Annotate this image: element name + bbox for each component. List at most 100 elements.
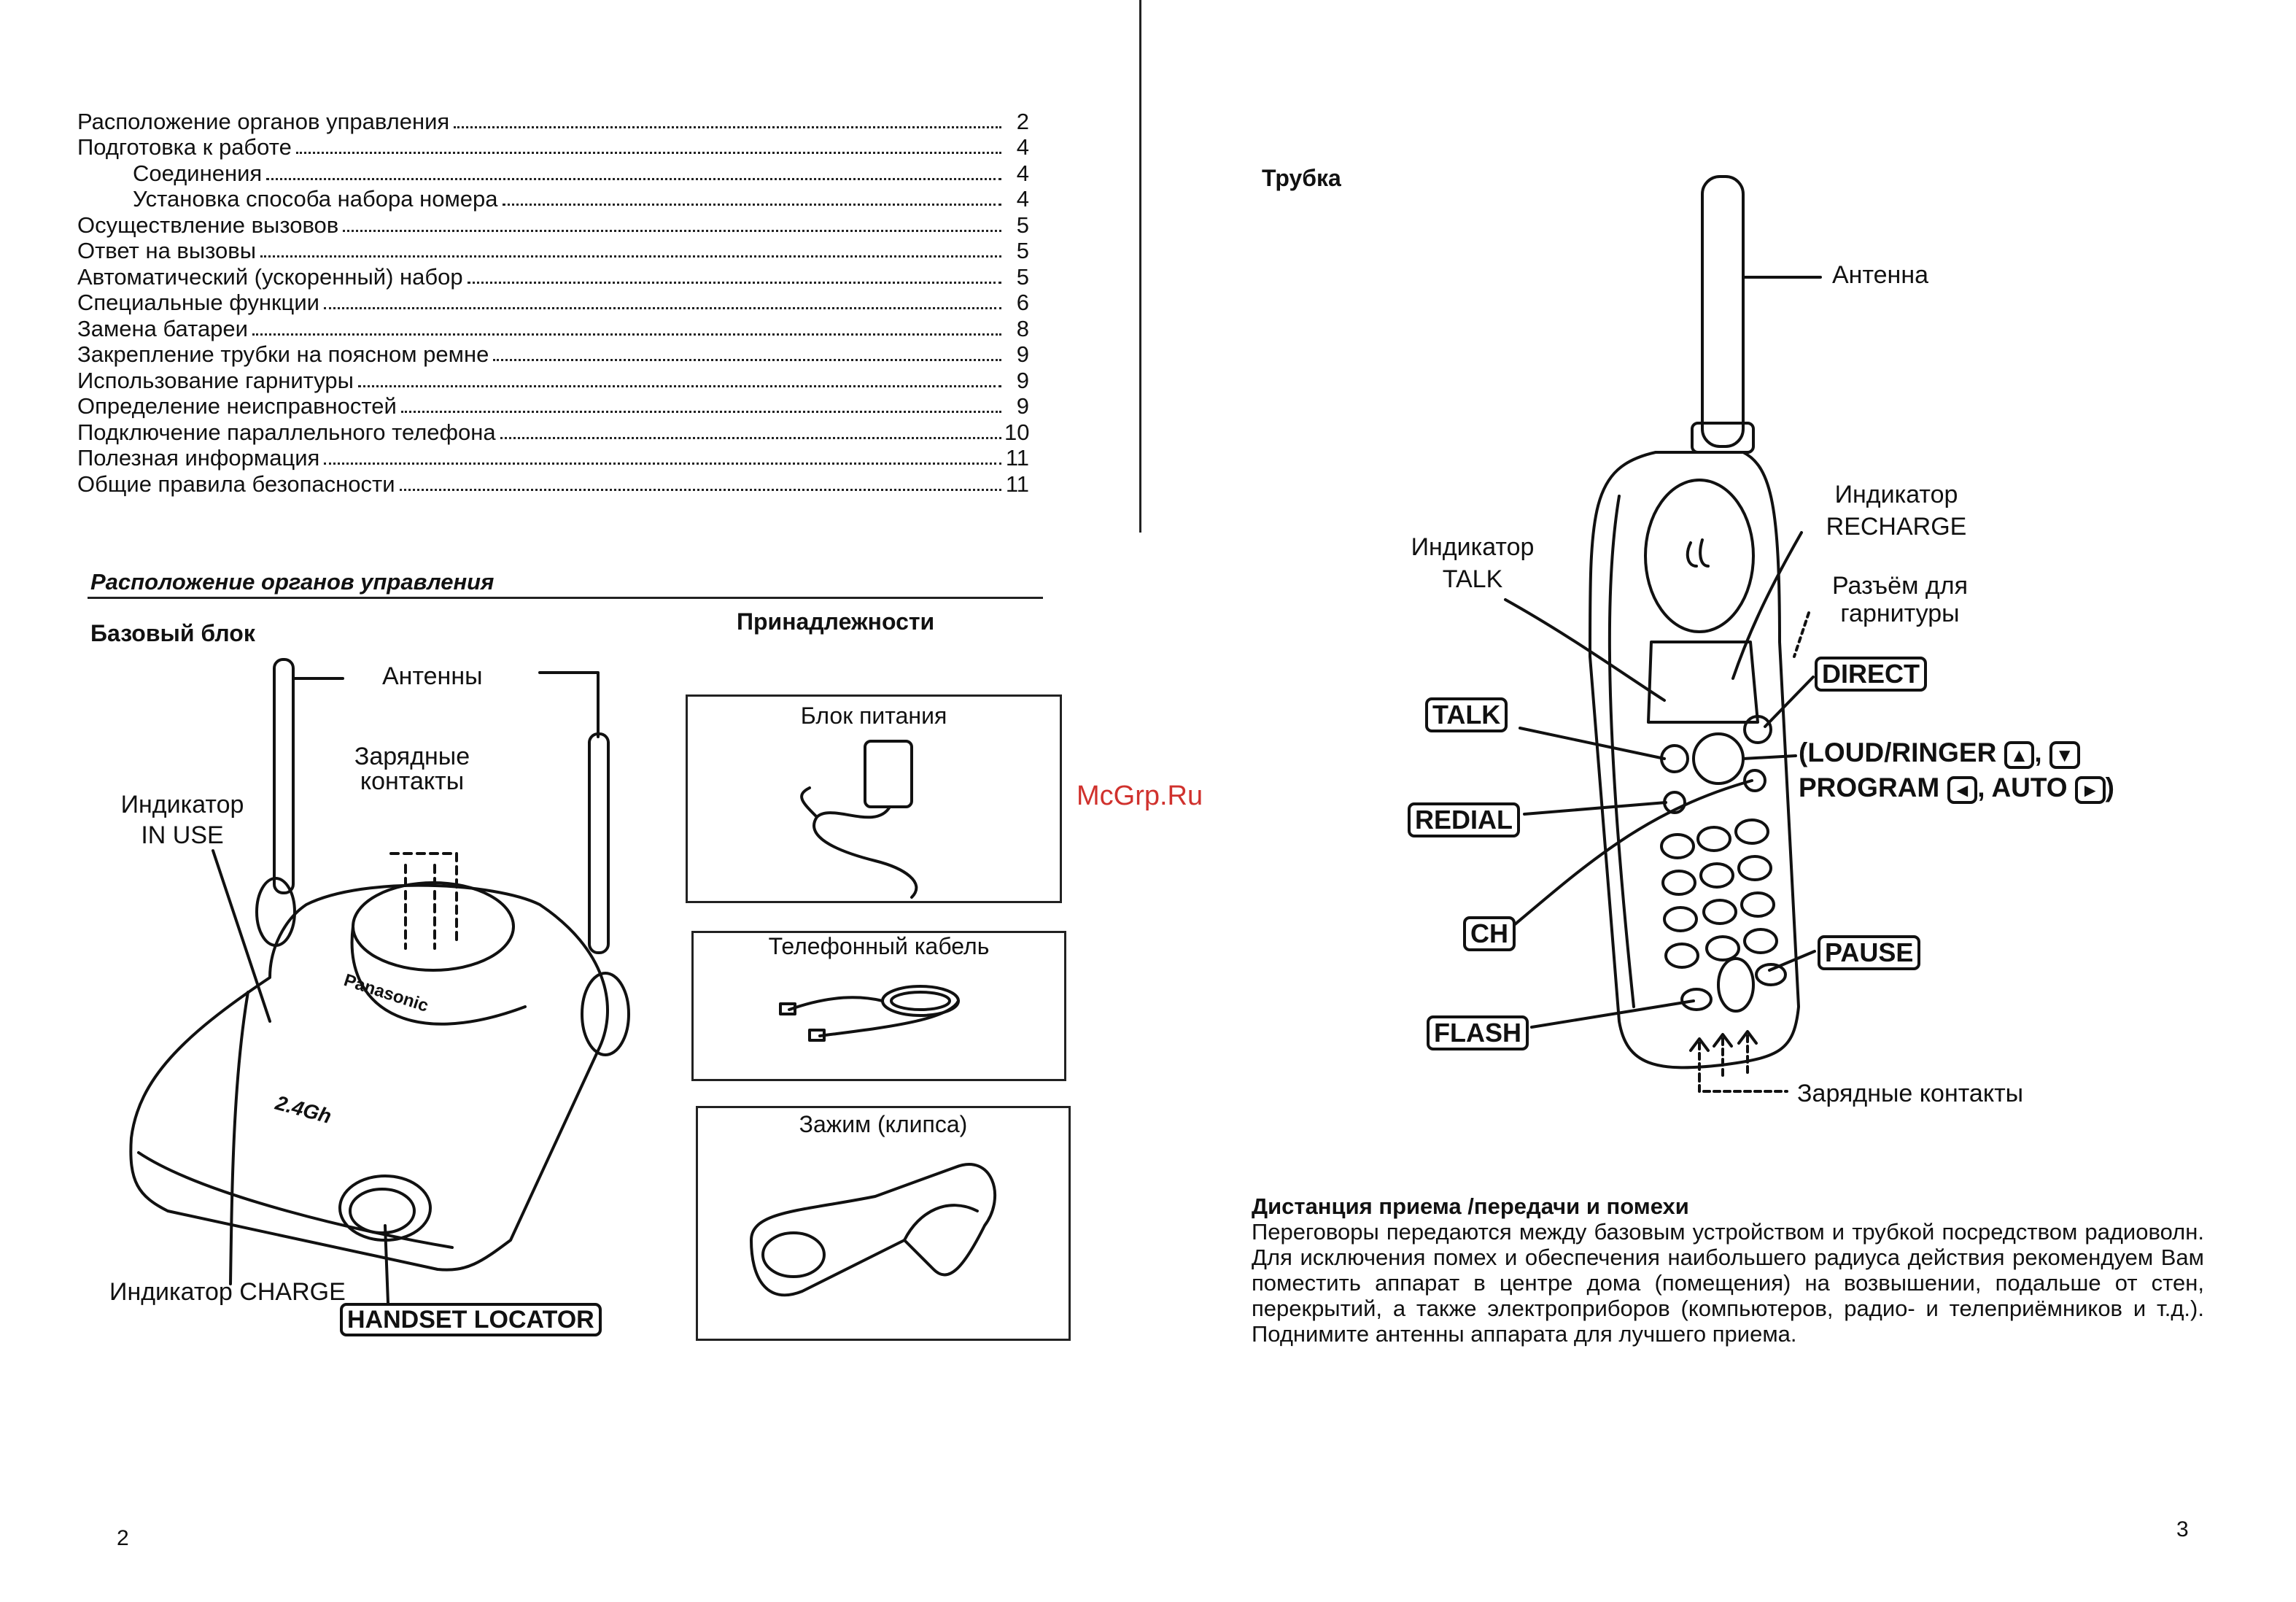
handset-title: Трубка [1262,165,1341,191]
base-antenna-left [273,658,295,894]
handset-charge-contacts-label: Зарядные контакты [1797,1080,2024,1107]
base-antenna-right [588,732,610,954]
charge-indicator-label: Индикатор CHARGE [109,1278,346,1306]
toc-entry-title: Специальные функции [77,290,319,315]
toc-entry-title: Автоматический (ускоренный) набор [77,263,463,290]
toc-leader-dots [295,152,1001,154]
toc-entry-title: Ответ на вызовы [77,238,257,263]
earpiece [1644,479,1755,633]
toc-entry-page: 4 [1016,134,1029,160]
toc-entry-title: Установка способа набора номера [133,186,498,212]
toc-entry-title: Общие правила безопасности [77,471,395,497]
base-frequency: 2.4Gh [272,1091,333,1128]
keypad [1660,819,1787,1013]
toc-entry-page: 5 [1016,212,1029,238]
reception-paragraph: Дистанция приема /передачи и помехи Пере… [1252,1193,2204,1347]
talk-key-label: TALK [1425,697,1508,732]
section-divider [88,597,1043,599]
toc-entry-title: Использование гарнитуры [77,367,354,393]
toc-entry-title: Определение неисправностей [77,393,397,419]
toc-entry: Специальные функции 6 [77,290,1029,315]
direct-key-label: DIRECT [1815,657,1927,692]
auto-text: AUTO [1991,773,2068,802]
toc-entry-page: 4 [1016,160,1029,186]
toc-leader-dots [266,177,1001,180]
headset-jack-label: Разъём для гарнитуры [1809,572,1991,627]
power-adapter-drawing [800,740,918,899]
accessory-box-power: Блок питания [686,694,1062,903]
antennas-label: Антенны [382,662,483,690]
accessory-box-cable: Телефонный кабель [691,931,1066,1081]
antenna-label: Антенна [1832,261,1929,289]
left-arrow-icon: ◄ [1947,776,1978,804]
in-use-label: Индикатор IN USE [109,789,255,851]
program-text: PROGRAM [1799,773,1940,802]
toc-leader-dots [502,204,1001,206]
toc-leader-dots [454,125,1001,128]
accessory-box-clip: Зажим (клипса) [696,1106,1071,1341]
charge-contacts-line2: контакты [360,767,465,795]
toc-leader-dots [500,436,1001,439]
toc-entry-title: Расположение органов управления [77,108,450,134]
toc-entry: Подключение параллельного телефона 10 [77,419,1029,445]
talk-indicator-label: Индикатор TALK [1389,531,1556,595]
ch-key-label: CH [1463,916,1516,951]
toc-entry-title: Подготовка к работе [77,134,292,160]
toc-entry-page: 2 [1016,108,1029,134]
toc-entry-page: 11 [1005,445,1029,471]
down-arrow-icon: ▼ [2049,741,2080,769]
toc-entry-title: Закрепление трубки на поясном ремне [77,341,489,367]
headset-line1: Разъём для [1832,572,1968,600]
toc-leader-dots [493,359,1001,361]
paragraph-body: Переговоры передаются между базовым устр… [1252,1219,2204,1347]
section-title: Расположение органов управления [90,569,495,595]
toc-entry-title: Замена батареи [77,315,248,341]
toc-entry: Подготовка к работе 4 [77,134,1029,160]
handset-antenna [1701,175,1745,448]
in-use-line1: Индикатор [120,791,244,819]
in-use-line2: IN USE [141,821,224,849]
base-unit-drawing [129,658,630,1304]
phone-cable-drawing [779,985,960,1042]
toc-entry-title: Подключение параллельного телефона [77,419,496,445]
charge-contacts-line1: Зарядные [354,743,470,770]
toc-leader-dots [252,333,1001,336]
toc-leader-dots [357,384,1001,387]
recharge-label: Индикатор RECHARGE [1801,479,1991,543]
accessories-title: Принадлежности [737,608,935,635]
toc-entry-page: 6 [1016,290,1029,315]
toc-entry-page: 5 [1016,238,1029,263]
toc-entry: Расположение органов управления 2 [77,108,1029,134]
toc-leader-dots [399,488,1001,491]
base-body [129,883,609,1272]
handset-locator-label: HANDSET LOCATOR [340,1303,602,1336]
loud-ringer-text: (LOUD/RINGER [1799,738,1997,767]
toc-entry-page: 10 [1004,419,1030,445]
toc-entry: Ответ на вызовы 5 [77,238,1029,263]
pause-key-label: PAUSE [1818,935,1921,970]
base-unit-title: Базовый блок [90,620,255,646]
recharge-line1: Индикатор [1834,481,1958,508]
handset-drawing [1504,175,1822,1093]
ch-button-shape [1743,769,1766,792]
charge-contacts-label: Зарядные контакты [343,744,481,794]
flash-key-label: FLASH [1427,1015,1529,1050]
belt-clip-drawing [750,1163,997,1297]
right-arrow-icon: ► [2074,776,2106,804]
up-arrow-icon: ▲ [2004,741,2035,769]
accessory-label-clip: Зажим (клипса) [799,1111,968,1137]
direct-button-shape [1743,715,1772,744]
paragraph-title: Дистанция приема /передачи и помехи [1252,1193,1689,1219]
headset-line2: гарнитуры [1840,600,1960,627]
accessory-label-cable: Телефонный кабель [768,933,990,959]
page-number-right: 3 [2176,1517,2189,1541]
